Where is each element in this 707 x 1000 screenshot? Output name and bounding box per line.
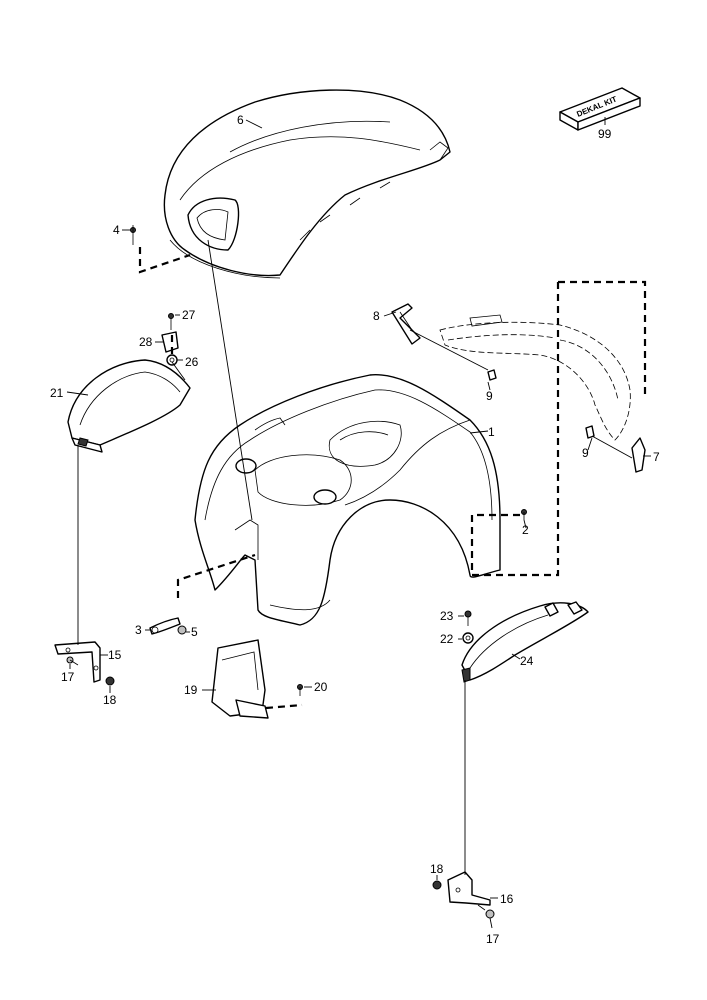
callout-28: 28	[139, 335, 153, 349]
part-27-screw	[168, 313, 174, 330]
part-7-clip	[631, 437, 646, 473]
callout-23: 23	[440, 609, 454, 623]
part-18-nut-left	[105, 676, 115, 686]
callout-6: 6	[237, 113, 244, 127]
part-16-bracket	[447, 871, 491, 906]
callout-9-lower: 9	[582, 446, 589, 460]
side-fender-panel-phantom	[439, 314, 631, 441]
callout-labels: 1 2 3 4 5 6 7 8 9 9 15 16 17 17 18 18 19…	[50, 113, 660, 946]
callout-18-right: 18	[430, 862, 444, 876]
callout-18-left: 18	[103, 693, 117, 707]
callout-99: 99	[598, 127, 612, 141]
callout-15: 15	[108, 648, 122, 662]
callout-1: 1	[488, 425, 495, 439]
part-26-washer	[166, 354, 178, 366]
part-1-fender-body	[194, 374, 501, 626]
part-20-screw	[297, 684, 303, 696]
callout-3: 3	[135, 623, 142, 637]
part-22-washer	[462, 632, 474, 644]
dashed-assembly-lines	[138, 247, 647, 710]
part-6-hood-cover	[163, 89, 451, 279]
part-17-bolt-right	[477, 904, 495, 919]
callout-17-left: 17	[61, 670, 75, 684]
part-15-bracket	[54, 641, 101, 683]
part-21-shield	[67, 359, 191, 453]
callout-4: 4	[113, 223, 120, 237]
part-4-screw	[130, 225, 136, 245]
callout-24: 24	[520, 654, 534, 668]
part-9-pin-lower	[585, 425, 595, 439]
callout-21: 21	[50, 386, 64, 400]
part-8-bracket	[391, 303, 421, 345]
part-5-nut	[177, 625, 187, 635]
solid-assembly-lines	[77, 239, 633, 875]
callout-20: 20	[314, 680, 328, 694]
callout-2: 2	[522, 523, 529, 537]
part-24-mudflap	[461, 601, 589, 683]
part-23-screw	[464, 610, 472, 626]
callout-5: 5	[191, 625, 198, 639]
callout-19: 19	[184, 683, 198, 697]
part-9-pin-upper	[487, 369, 497, 381]
callout-17-right: 17	[486, 932, 500, 946]
leader-lines	[66, 117, 651, 929]
callout-26: 26	[185, 355, 199, 369]
part-99-decal-kit: DEKAL KIT	[559, 87, 641, 131]
part-19-guard	[211, 639, 269, 719]
callout-8: 8	[373, 309, 380, 323]
callout-27: 27	[182, 308, 196, 322]
callout-22: 22	[440, 632, 454, 646]
part-3-link	[149, 617, 181, 635]
callout-9-upper: 9	[486, 389, 493, 403]
callout-7: 7	[653, 450, 660, 464]
part-2-screw	[521, 509, 527, 520]
part-17-bolt-left	[66, 656, 79, 666]
part-28-clip	[161, 331, 179, 353]
callout-16: 16	[500, 892, 514, 906]
part-18-nut-right	[432, 880, 442, 890]
